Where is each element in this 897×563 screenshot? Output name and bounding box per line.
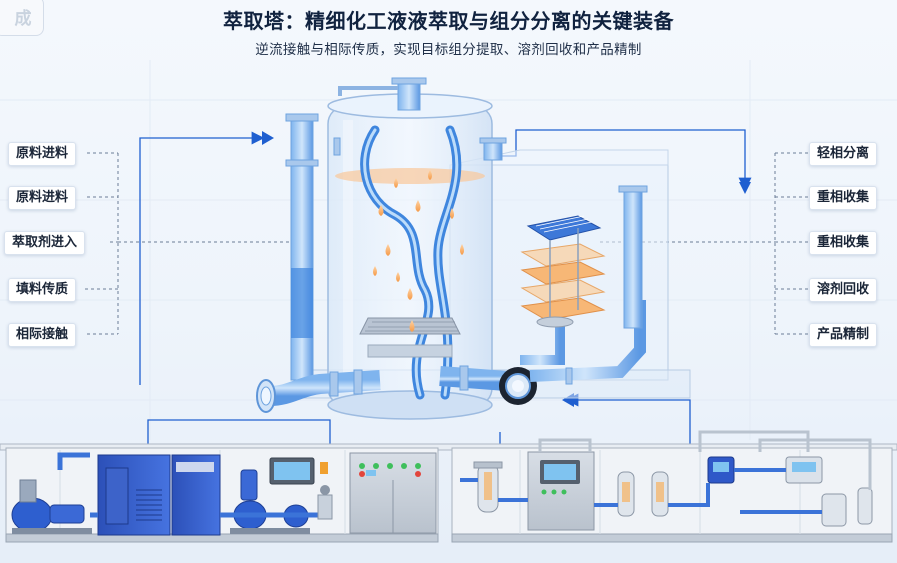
right-label-solvent-recovery: 溶剂回收 <box>809 278 878 302</box>
right-label-product-refining: 产品精制 <box>809 323 878 347</box>
right-leader-lines <box>600 152 808 335</box>
page-subtitle: 逆流接触与相际传质，实现目标组分提取、溶剂回收和产品精制 <box>255 42 642 58</box>
page-title: 萃取塔：精细化工液液萃取与组分分离的关键装备 <box>223 9 674 33</box>
flow-meter-icon <box>707 456 823 484</box>
flow-arrows <box>139 129 752 445</box>
left-leader-lines <box>85 152 300 335</box>
left-label-solvent-inlet: 萃取剂进入 <box>4 231 86 255</box>
stacked-trays <box>520 215 606 328</box>
pump-icon <box>230 469 310 534</box>
right-label-heavy-phase-1: 重相收集 <box>809 186 878 210</box>
left-label-feed-2: 原料进料 <box>8 186 77 210</box>
extraction-tower <box>327 77 493 420</box>
skid-pipes-left <box>57 452 330 518</box>
right-nozzle <box>479 137 507 161</box>
skid-pipes-right <box>460 468 822 514</box>
corner-badge: 成 <box>0 0 44 36</box>
skid-pipes-grey <box>538 430 872 490</box>
pump-icon <box>11 479 92 534</box>
left-label-phase-contact: 相际接触 <box>8 323 77 347</box>
bottom-inlet-pipe <box>256 369 381 413</box>
valve-icon <box>317 485 333 520</box>
right-label-light-phase: 轻相分离 <box>809 142 878 166</box>
left-label-packing-transfer: 填料传质 <box>8 278 77 302</box>
filter-vessel-icon <box>473 461 503 513</box>
right-label-heavy-phase-2: 重相收集 <box>809 231 878 255</box>
right-separation-column <box>618 185 648 329</box>
control-panel-icon <box>527 451 595 531</box>
compressor-cabinet-icon <box>97 454 221 536</box>
filter-vessel-icon <box>821 487 873 527</box>
control-panel-icon <box>269 457 328 485</box>
control-panel-icon <box>349 452 437 534</box>
left-label-feed-1: 原料进料 <box>8 142 77 166</box>
filter-vessel-icon <box>617 471 669 517</box>
droplets <box>373 170 464 332</box>
